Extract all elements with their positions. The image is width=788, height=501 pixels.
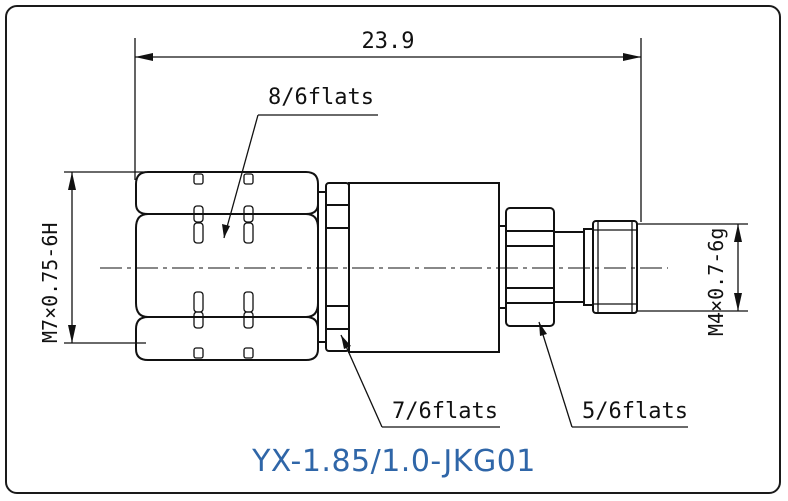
hex-nut-left	[135, 171, 319, 361]
middle-flats-label: 7/6flats	[392, 399, 498, 424]
right-flats-callout: 5/6flats	[538, 321, 688, 428]
right-hex	[498, 207, 555, 327]
top-flats-callout: 8/6flats	[222, 85, 378, 239]
left-thread-dimension: M7×0.75-6H	[38, 171, 146, 344]
top-flats-label: 8/6flats	[268, 85, 374, 110]
middle-hex	[317, 182, 350, 352]
left-thread-label: M7×0.75-6H	[38, 223, 62, 343]
right-flats-label: 5/6flats	[582, 399, 688, 424]
right-thread-dimension: M4×0.7-6g	[636, 223, 748, 336]
threaded-tip	[553, 220, 638, 314]
middle-flats-callout: 7/6flats	[340, 334, 500, 428]
model-number: YX-1.85/1.0-JKG01	[252, 444, 536, 479]
overall-length-label: 23.9	[362, 29, 415, 54]
overall-dimension: 23.9	[134, 29, 642, 222]
drawing-frame	[5, 5, 781, 494]
right-thread-label: M4×0.7-6g	[704, 228, 728, 336]
